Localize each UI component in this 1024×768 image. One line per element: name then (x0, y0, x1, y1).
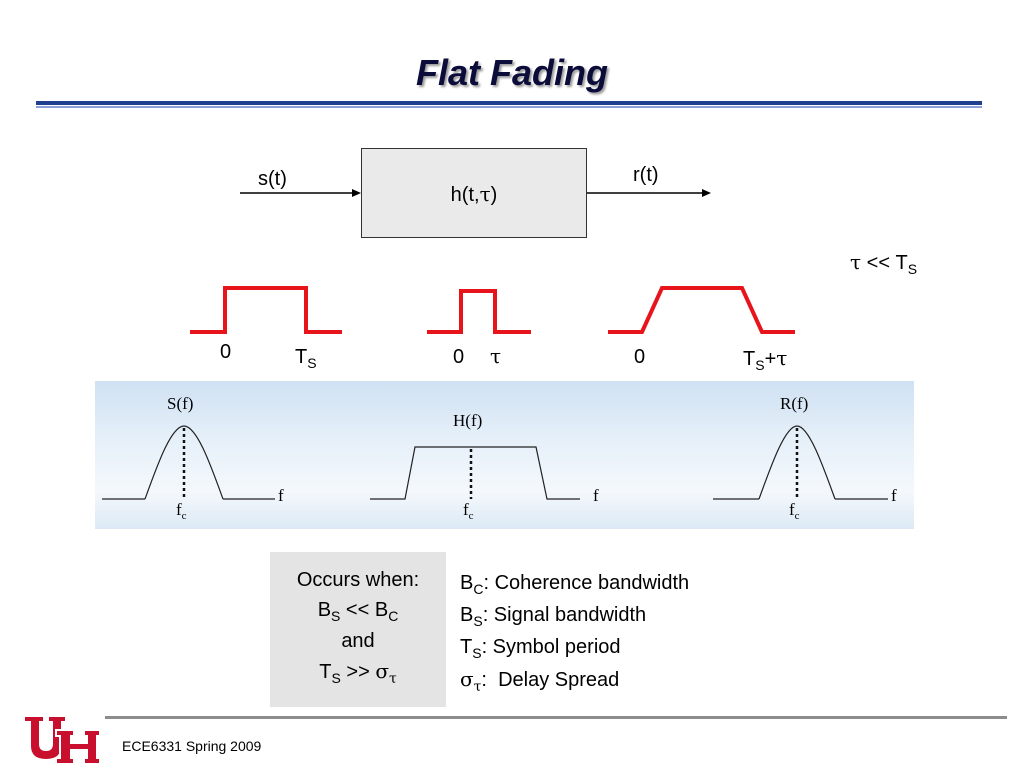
signal-spectrum-plot: S(f) f fc (102, 394, 284, 522)
received-spectrum-plot: R(f) f fc (713, 394, 897, 522)
definition-item: BC: Coherence bandwidth (460, 572, 690, 597)
s-f-label: S(f) (167, 394, 193, 413)
occurs-when-text: Occurs when: BS << BC and TS >> στ (270, 565, 446, 689)
pulse2-end-label: τ (490, 344, 502, 368)
definition-item: στ: Delay Spread (460, 667, 620, 695)
pulse3-zero-label: 0 (634, 346, 646, 368)
pulse2-zero-label: 0 (453, 346, 465, 368)
definition-item: BS: Signal bandwidth (460, 604, 647, 629)
channel-label: h(t,τ) (450, 182, 498, 206)
input-signal-label: s(t) (258, 168, 287, 190)
received-pulse (608, 286, 795, 334)
pulse3-end-label: TS+τ (743, 346, 788, 373)
footer-rule (105, 716, 1007, 719)
output-signal-label: r(t) (633, 164, 659, 186)
spectra-plots: S(f) f fc H(f) f fc R(f) f fc (102, 394, 897, 522)
h-f-axis-label: f (593, 486, 599, 505)
s-fc-label: fc (176, 500, 187, 522)
channel-impulse-pulse (427, 289, 531, 334)
r-f-label: R(f) (780, 394, 808, 413)
slide-title: Flat Fading (416, 52, 608, 93)
title-underline-accent (36, 106, 982, 108)
definitions-list: BC: Coherence bandwidth BS: Signal bandw… (460, 568, 689, 698)
r-f-axis-label: f (891, 486, 897, 505)
channel-box (361, 148, 587, 238)
pulse1-end-label: TS (295, 346, 317, 371)
input-arrow-head (352, 189, 361, 197)
h-fc-label: fc (463, 500, 474, 522)
definition-item: TS: Symbol period (460, 636, 621, 661)
title-underline (36, 101, 982, 105)
h-f-label: H(f) (453, 411, 482, 430)
output-arrow-head (702, 189, 711, 197)
pulse1-zero-label: 0 (220, 341, 232, 363)
transmitted-pulse (190, 286, 342, 334)
uh-logo (23, 715, 101, 765)
occurs-line-4: TS >> στ (319, 659, 397, 687)
footer-course-label: ECE6331 Spring 2009 (122, 738, 262, 754)
occurs-line-2: BS << BC (317, 599, 399, 624)
channel-spectrum-plot: H(f) f fc (370, 411, 599, 522)
spectra-panel (95, 381, 914, 529)
occurs-line-3: and (341, 630, 375, 652)
occurs-line-1: Occurs when: (296, 569, 420, 591)
occurs-when-box (270, 552, 446, 707)
s-f-axis-label: f (278, 486, 284, 505)
delay-condition: τ << TS (850, 250, 918, 277)
r-fc-label: fc (789, 500, 800, 522)
